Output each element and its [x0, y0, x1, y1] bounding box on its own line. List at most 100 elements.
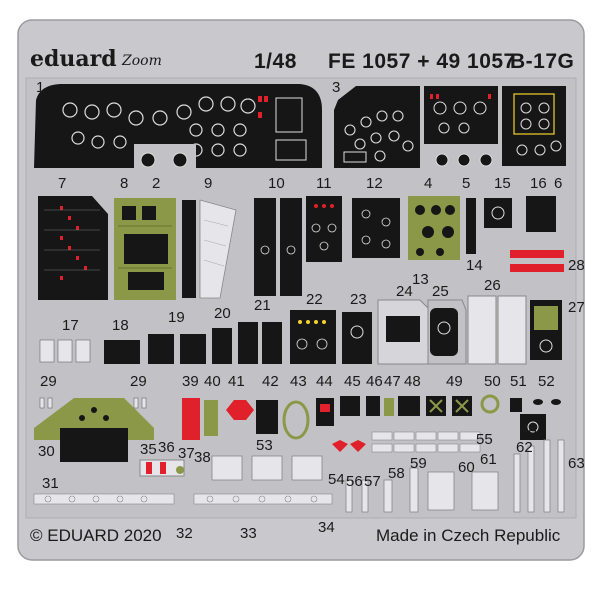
- part-number: 36: [158, 439, 175, 456]
- origin-text: Made in Czech Republic: [376, 526, 561, 545]
- part-number: 47: [384, 373, 401, 390]
- part-number: 18: [112, 317, 129, 334]
- part-number: 56: [346, 473, 363, 490]
- part-number: 14: [466, 257, 483, 274]
- part-number: 23: [350, 291, 367, 308]
- part-number: 4: [424, 175, 433, 192]
- part-number: 19: [168, 309, 185, 326]
- part-number: 29: [130, 373, 147, 390]
- part-number: 13: [412, 271, 429, 288]
- part-29-pins: [39, 397, 147, 409]
- part-number: 25: [432, 283, 449, 300]
- part-8-radio-panel: [114, 198, 176, 300]
- part-number: 60: [458, 459, 475, 476]
- part-number: 30: [38, 443, 55, 460]
- part-number: 28: [568, 257, 585, 274]
- part-number: 26: [484, 277, 501, 294]
- part-14-strip: [466, 198, 476, 254]
- part-30-bulkhead: [34, 398, 154, 462]
- part-number: 59: [410, 455, 427, 472]
- part-26-plates: [467, 295, 527, 365]
- parts-45-52: [340, 394, 561, 416]
- part-9-side-panels: [182, 199, 237, 299]
- part-number: 48: [404, 373, 421, 390]
- brand-mark: Zoom: [122, 53, 162, 69]
- part-number: 55: [476, 431, 493, 448]
- part-number: 33: [240, 525, 257, 542]
- part-number: 15: [494, 175, 511, 192]
- parts-39-44: [182, 398, 334, 440]
- part-number: 43: [290, 373, 307, 390]
- part-13-green-panel: [408, 196, 460, 260]
- part-15-16-panels: [484, 196, 556, 232]
- parts-56-63: [345, 439, 565, 513]
- part-number: 63: [568, 455, 585, 472]
- part-number: 40: [204, 373, 221, 390]
- part-number: 29: [40, 373, 57, 390]
- parts-24-25: [377, 299, 467, 365]
- part-number: 34: [318, 519, 335, 536]
- scale-label: 1/48: [254, 50, 297, 73]
- part-7-radio-rack: [38, 196, 108, 300]
- part-53-frames: [211, 455, 323, 481]
- part-number: 53: [256, 437, 273, 454]
- part-number: 12: [366, 175, 383, 192]
- part-number: 7: [58, 175, 67, 192]
- part-number: 57: [364, 473, 381, 490]
- part-4-upper-mid-panel: [424, 86, 498, 167]
- part-number: 39: [182, 373, 199, 390]
- part-number: 38: [194, 449, 211, 466]
- part-number: 21: [254, 297, 271, 314]
- part-number: 41: [228, 373, 245, 390]
- part-number: 27: [568, 299, 585, 316]
- part-27-green-panel: [530, 300, 562, 360]
- part-23-panel: [342, 312, 372, 364]
- part-number: 5: [462, 175, 471, 192]
- part-48-panel: [520, 414, 546, 440]
- part-10-narrow-panels: [254, 198, 302, 296]
- part-12-panel: [352, 198, 400, 258]
- part-number: 9: [204, 175, 213, 192]
- part-22-panel: [290, 310, 336, 364]
- model-name: B-17G: [510, 50, 575, 73]
- part-number: 3: [332, 79, 341, 96]
- part-number: 50: [484, 373, 501, 390]
- part-number: 44: [316, 373, 333, 390]
- part-number: 8: [120, 175, 129, 192]
- part-21-panels: [238, 322, 282, 364]
- part-number: 42: [262, 373, 279, 390]
- parts-35-38: [139, 459, 185, 477]
- part-11-control-panel: [306, 196, 342, 262]
- parts-17-20: [39, 328, 232, 364]
- part-number: 45: [344, 373, 361, 390]
- part-number: 24: [396, 283, 413, 300]
- part-number: 54: [328, 471, 345, 488]
- part-number: 22: [306, 291, 323, 308]
- parts-54-55: [332, 431, 481, 453]
- part-3-upper-panel: [334, 86, 420, 168]
- part-number: 17: [62, 317, 79, 334]
- part-number: 32: [176, 525, 193, 542]
- part-number: 62: [516, 439, 533, 456]
- parts-31-34-strips: [33, 493, 333, 505]
- part-28-placards: [510, 250, 564, 272]
- part-number: 58: [388, 465, 405, 482]
- part-number: 52: [538, 373, 555, 390]
- part-number: 35: [140, 441, 157, 458]
- part-number: 2: [152, 175, 161, 192]
- part-number: 51: [510, 373, 527, 390]
- product-code: FE 1057 + 49 1057: [328, 50, 516, 73]
- part-number: 48: [520, 421, 537, 438]
- part-6-engineer-panel: [502, 86, 566, 166]
- part-number: 49: [446, 373, 463, 390]
- part-number: 31: [42, 475, 59, 492]
- part-number: 20: [214, 305, 231, 322]
- part-number: 61: [480, 451, 497, 468]
- part-number: 6: [554, 175, 563, 192]
- copyright-text: © EDUARD 2020: [30, 526, 162, 545]
- part-number: 10: [268, 175, 285, 192]
- part-number: 16: [530, 175, 547, 192]
- part-number: 37: [178, 445, 195, 462]
